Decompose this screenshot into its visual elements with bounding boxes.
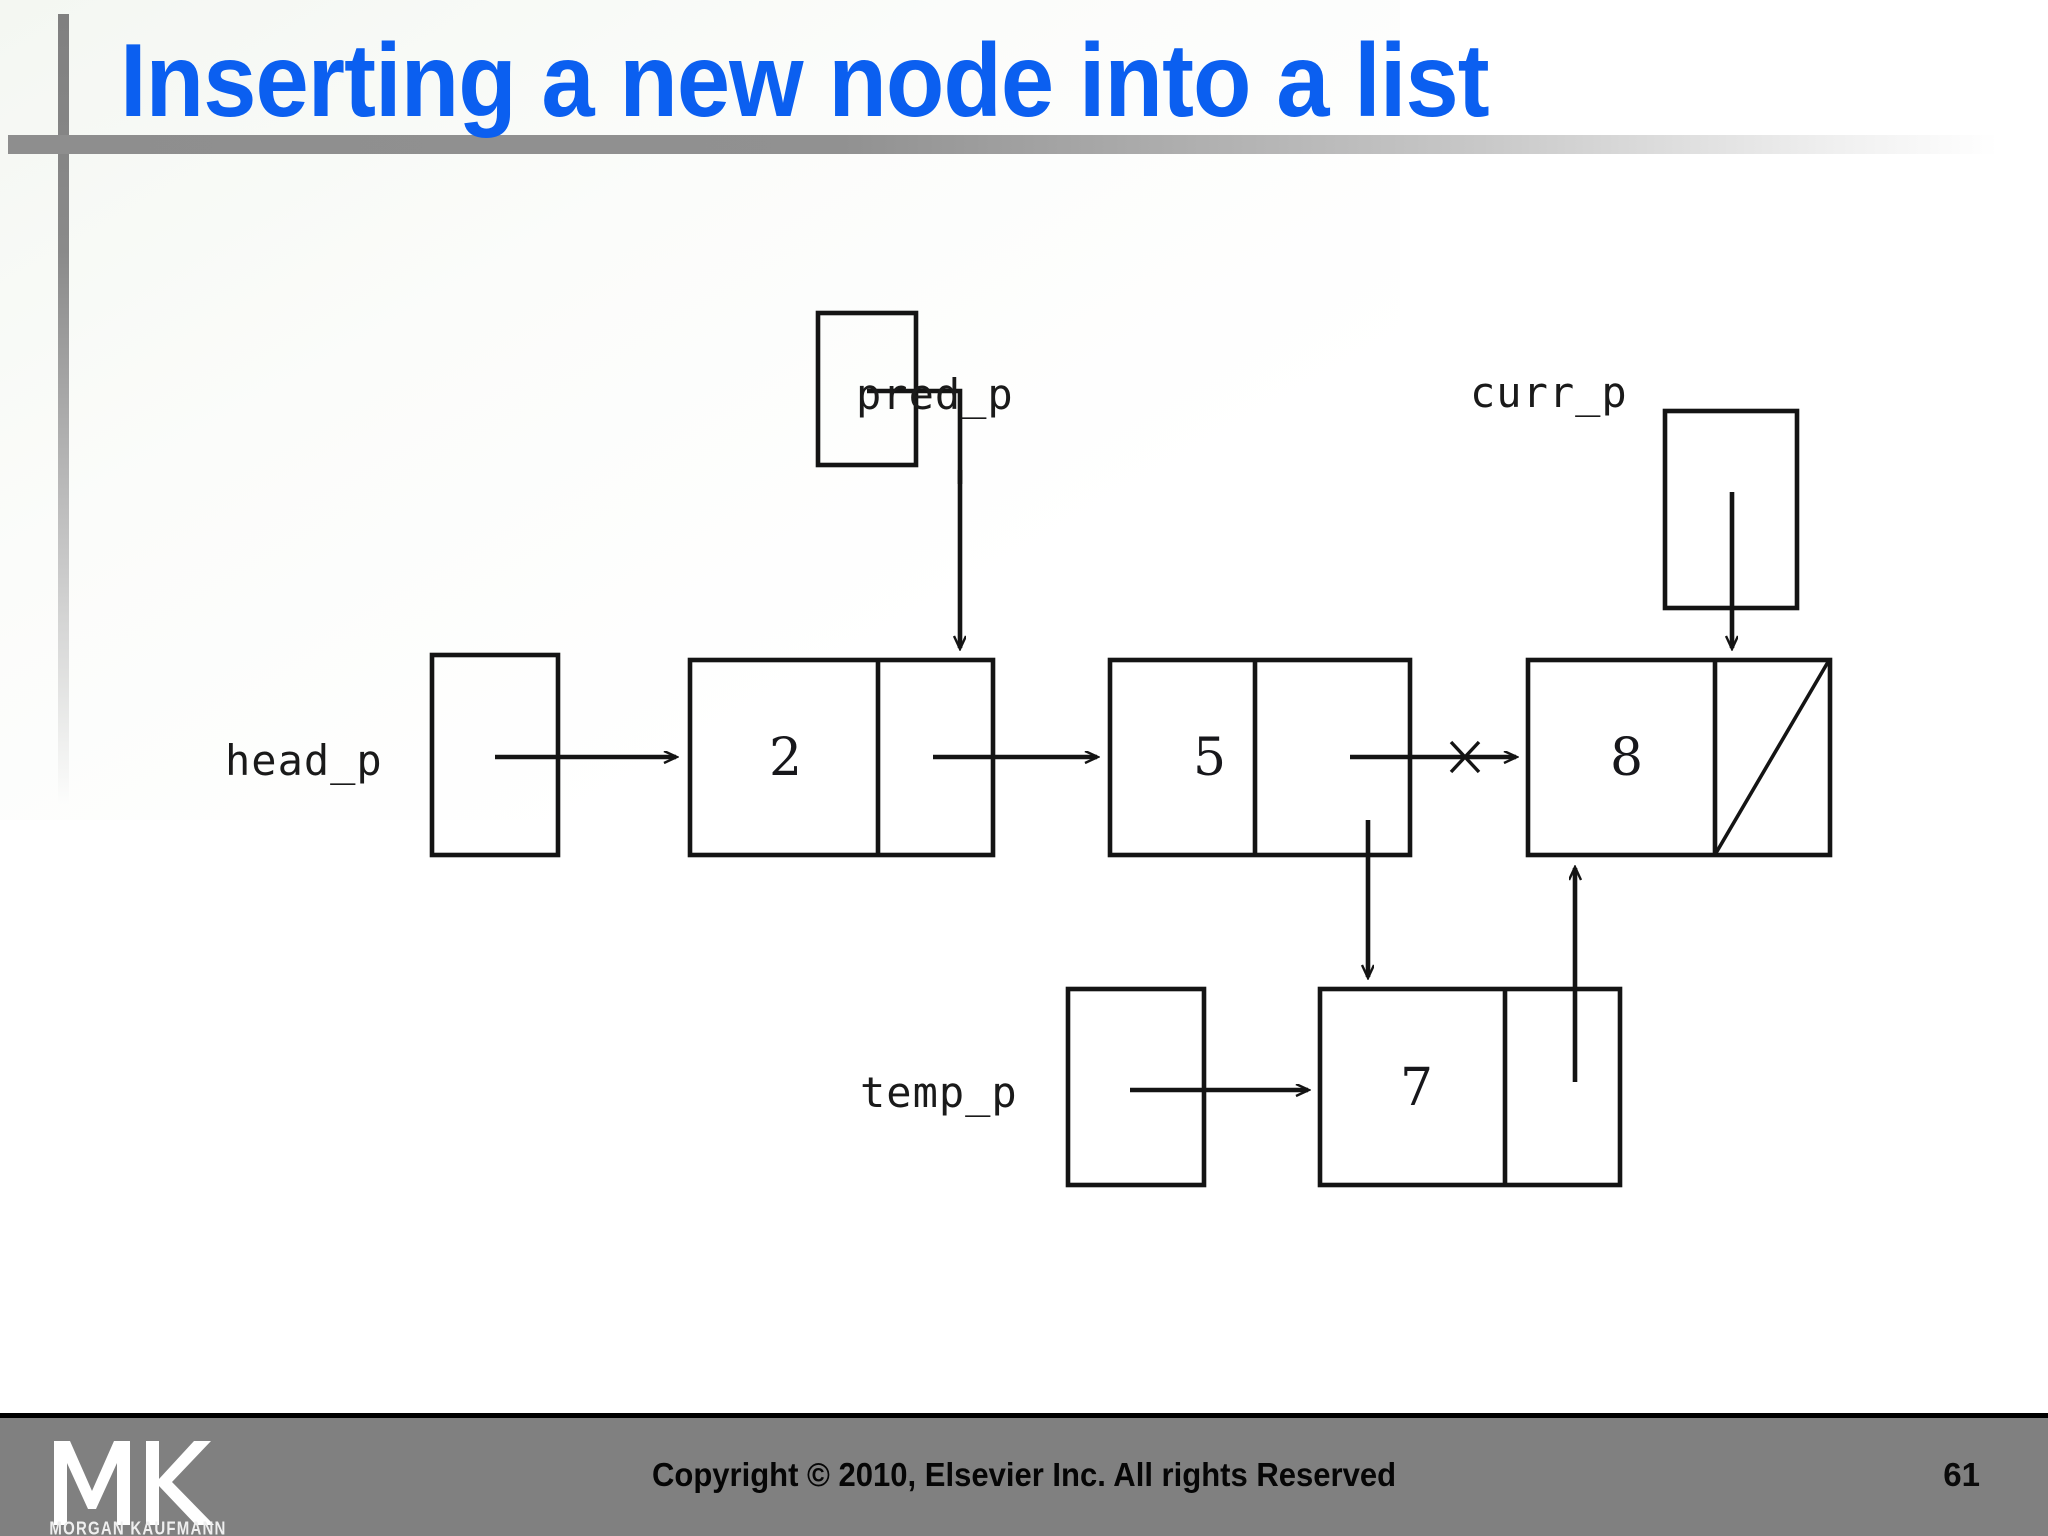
node-value-7: 7 bbox=[1400, 1058, 1434, 1118]
morgan-kaufmann-logo-icon bbox=[54, 1441, 214, 1525]
horizontal-accent-rule bbox=[8, 135, 1998, 154]
curr-pointer-label: curr_p bbox=[1470, 368, 1628, 417]
null-slash-8 bbox=[1714, 661, 1830, 854]
page-title: Inserting a new node into a list bbox=[120, 23, 1490, 139]
pred-pointer-label: pred_p bbox=[856, 370, 1014, 419]
linked-list-diagram: head_p pred_p curr_p temp_p 2 5 8 7 bbox=[225, 310, 1833, 1188]
temp-pointer-box bbox=[1065, 986, 1207, 1188]
severed-link-x-icon bbox=[1449, 740, 1481, 774]
page-number: 61 bbox=[1943, 1456, 1980, 1493]
footer-bar: Copyright © 2010, Elsevier Inc. All righ… bbox=[0, 1413, 2048, 1536]
arrow-pred-elbow bbox=[867, 388, 963, 484]
node-box-7 bbox=[1317, 986, 1623, 1188]
morgan-kaufmann-wordmark: MORGAN KAUFMANN bbox=[49, 1518, 227, 1536]
node-value-5: 5 bbox=[1193, 728, 1227, 788]
node-value-8: 8 bbox=[1610, 728, 1644, 788]
head-pointer-label: head_p bbox=[225, 736, 383, 785]
temp-pointer-label: temp_p bbox=[860, 1068, 1018, 1117]
diagram-svg bbox=[429, 310, 1833, 1188]
node-value-2: 2 bbox=[769, 728, 803, 788]
vertical-accent-rule bbox=[58, 14, 69, 804]
copyright-text: Copyright © 2010, Elsevier Inc. All righ… bbox=[651, 1456, 1397, 1493]
node-box-8 bbox=[1525, 657, 1833, 858]
